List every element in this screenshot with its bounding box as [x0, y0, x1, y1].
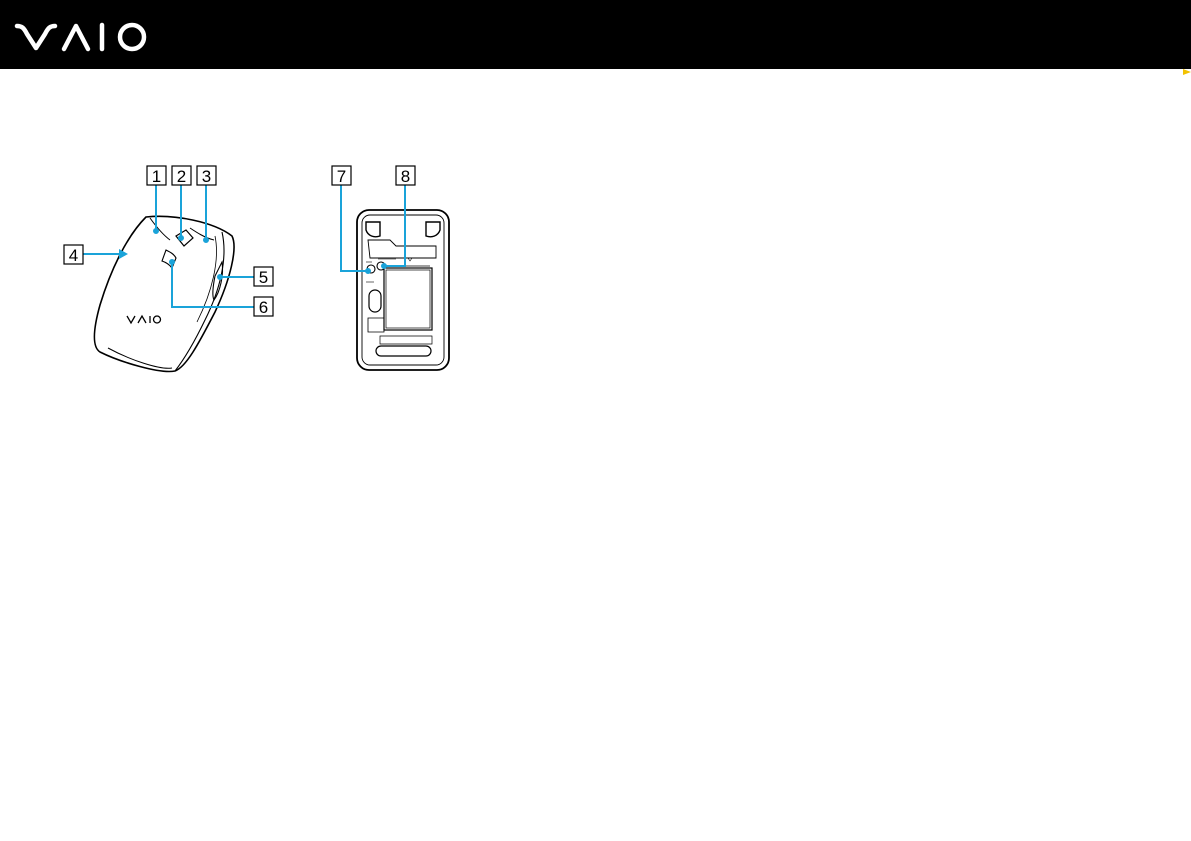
callout-label: 3 — [202, 167, 211, 186]
callout-5: 5 — [254, 267, 273, 287]
callout-label: 8 — [401, 167, 410, 186]
callout-label: 7 — [337, 167, 346, 186]
callout-label: 1 — [152, 167, 161, 186]
callout-8: 8 — [396, 166, 415, 186]
mouse-top-view — [94, 216, 234, 371]
callout-label: 2 — [177, 167, 186, 186]
callout-1: 1 — [147, 166, 166, 186]
callout-7: 7 — [332, 166, 351, 186]
callout-label: 6 — [259, 298, 268, 317]
callout-4: 4 — [64, 245, 83, 265]
callout-2: 2 — [172, 166, 191, 186]
callout-label: 4 — [69, 246, 78, 265]
mouse-bottom-view — [357, 210, 449, 370]
callout-6: 6 — [254, 297, 273, 317]
callout-label: 5 — [259, 268, 268, 287]
corner-arrow-icon — [1183, 69, 1191, 75]
callout-3: 3 — [197, 166, 216, 186]
